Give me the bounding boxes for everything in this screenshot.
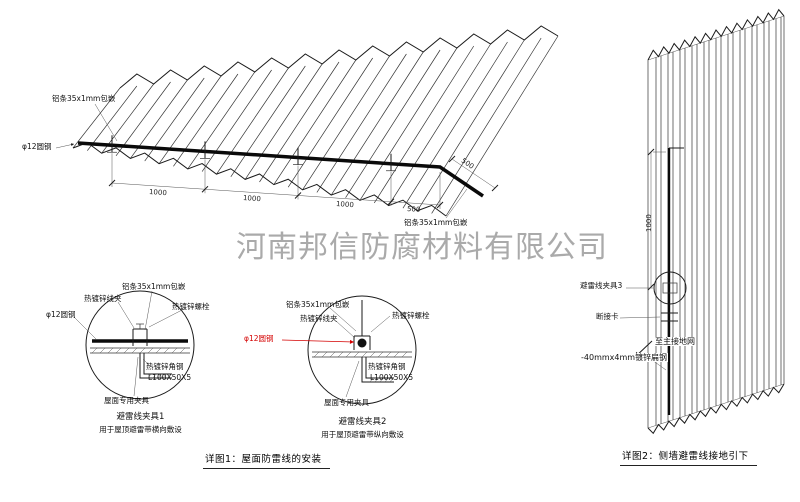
iso-strip-label-top: 铝条35x1mm包嵌 [52,94,116,103]
c2-roof-clamp-label: 屋面专用夹具 [324,398,369,407]
figure1-caption: 详图1：屋面防雷线的安装 [203,454,330,469]
f2-flat-steel-label: -40mmx4mm镀锌扁钢 [580,353,669,363]
c1-wire-clip-label: 热镀锌线夹 [84,294,122,303]
iso-round-steel-label: φ12圆钢 [22,142,52,151]
c1-subtitle: 用于屋顶避雷带横向敷设 [99,425,182,434]
c1-bolt-label: 热镀锌螺栓 [172,302,210,311]
roof-isometric-drawing [55,25,559,219]
c1-round-steel-label: φ12圆钢 [46,310,76,319]
c2-angle-label: 热镀锌角钢 [368,362,406,371]
c1-angle-label: 热镀锌角钢 [146,362,184,371]
f2-disconnect-label: 断接卡 [596,312,619,321]
dimension-label: 1000 [242,194,262,204]
c2-bolt-label: 热镀锌螺栓 [392,311,430,320]
wall-detail-drawing [619,8,785,435]
f2-clamp3-label: 避雷线夹具3 [580,281,623,290]
c1-strip-label: 铝条35x1mm包嵌 [122,282,186,291]
c2-angle-size-label: L100X50X5 [370,373,414,382]
c2-subtitle: 用于屋顶避雷带纵向敷设 [321,430,404,439]
clamp-detail-2-drawing [281,295,417,405]
f2-dimension-label: 1000 [645,214,653,232]
dimension-label: 1000 [335,200,355,210]
c1-angle-size-label: L100X50X5 [148,373,192,382]
c1-title: 避雷线夹具1 [116,412,165,422]
iso-strip-label-right: 铝条35x1mm包嵌 [404,218,468,227]
c1-roof-clamp-label: 屋面专用夹具 [104,396,149,405]
f2-to-ground-label: 至主接地网 [654,337,696,347]
c2-wire-clip-label: 热镀锌线夹 [300,314,338,323]
clamp-detail-1-drawing [73,290,195,400]
dimension-label: 500 [406,205,421,214]
dimension-label: 1000 [148,188,168,198]
figure2-caption: 详图2：侧墙避雷线接地引下 [620,451,757,466]
c2-title: 避雷线夹具2 [338,417,387,427]
c2-strip-label: 铝条35x1mm包嵌 [286,300,350,309]
c2-round-steel-label: φ12圆钢 [244,334,274,343]
